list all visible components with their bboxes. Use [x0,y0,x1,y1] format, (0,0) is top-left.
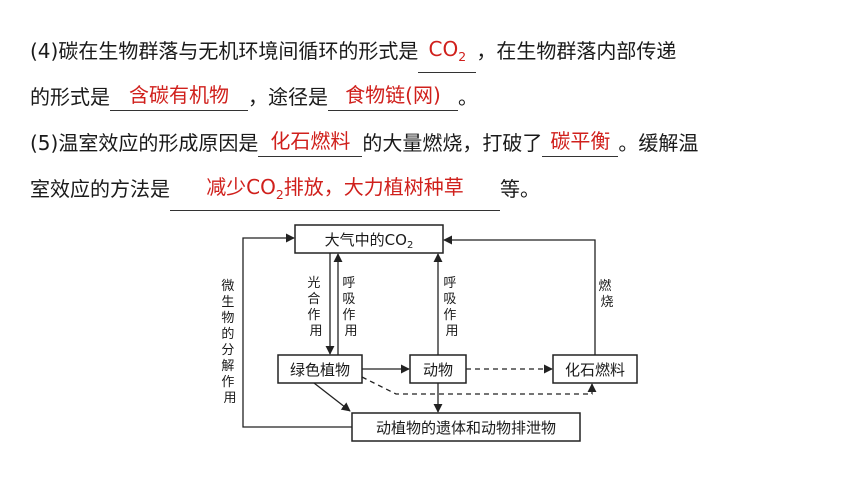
animal-respiration-label: 呼 吸 作 用 [443,276,460,339]
question-5-line2: 室效应的方法是 减少CO2排放，大力植树种草 等。 [30,175,540,211]
combustion-arrow [443,235,596,355]
q4-blank-form: CO2 [418,37,477,73]
plant-to-fossil-arrow [361,376,597,395]
q4-blank-foodchain: 食物链(网) [328,83,458,111]
q5-blank-fossil: 化石燃料 [258,129,363,157]
plant-box: 绿色植物 [277,354,363,384]
q4-text-c: 的形式是 [30,85,110,109]
q5-answer-method-a: 减少CO [206,175,276,199]
combustion-label: 燃 烧 [598,278,615,310]
remains-label: 动植物的遗体和动物排泄物 [376,419,556,437]
q4-blank-organic: 含碳有机物 [110,83,248,111]
q5-answer-method-sub: 2 [275,187,284,202]
q4-answer-co2-sub: 2 [458,49,467,64]
q5-answer-fossil: 化石燃料 [270,129,351,153]
remains-box: 动植物的遗体和动物排泄物 [351,412,581,442]
q5-text-a: (5)温室效应的形成原因是 [30,131,259,155]
plant-label: 绿色植物 [290,361,350,379]
q4-text-d: ，途径是 [248,85,328,109]
q4-text-a: (4)碳在生物群落与无机环境间循环的形式是 [30,39,419,63]
q5-blank-method: 减少CO2排放，大力植树种草 [170,175,500,211]
q5-text-b: 的大量燃烧，打破了 [362,131,543,155]
q4-answer-co2: CO [428,37,459,61]
animal-label: 动物 [423,361,453,379]
question-4-line2: 的形式是含碳有机物 ，途径是食物链(网) 。 [30,83,478,111]
decomposition-arrow [242,233,352,428]
photosynthesis-label: 光 合 作 用 [307,276,324,339]
q4-text-b: ，在生物群落内部传递 [476,39,677,63]
q5-answer-method-b: 排放，大力植树种草 [283,175,464,199]
question-5-line1: (5)温室效应的形成原因是化石燃料的大量燃烧，打破了碳平衡。缓解温 [30,129,699,157]
decomposition-label: 微 生 物 的 分 解 作 用 [221,279,238,406]
fossil-box: 化石燃料 [552,354,638,384]
q4-answer-organic: 含碳有机物 [129,83,229,107]
q5-answer-balance: 碳平衡 [550,129,611,153]
fossil-label: 化石燃料 [565,361,625,379]
q4-text-e: 。 [458,85,478,109]
co2-box: 大气中的CO2 [294,224,444,254]
q5-answer-method: 减少CO2排放，大力植树种草 [206,175,464,202]
q5-text-c: 。缓解温 [618,131,699,155]
q5-text-e: 等。 [500,177,540,201]
plant-respiration-label: 呼 吸 作 用 [342,276,359,339]
plant-to-remains-arrow [313,382,351,412]
q5-text-d: 室效应的方法是 [30,177,170,201]
q5-blank-balance: 碳平衡 [542,129,619,157]
co2-box-label: 大气中的CO2 [325,231,414,251]
q4-answer-foodchain: 食物链(网) [345,83,441,107]
animal-box: 动物 [409,354,467,384]
